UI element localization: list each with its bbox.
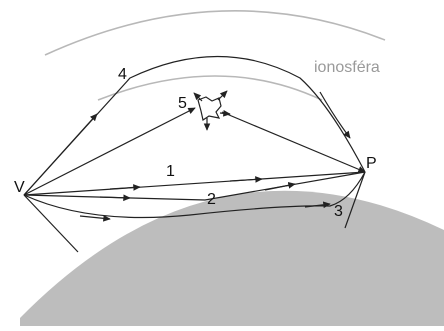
ray-path-1-direct	[23, 171, 366, 196]
ray-path-5-incoming	[23, 107, 196, 196]
ray-path-1-arrow-a	[109, 184, 141, 191]
receiver-label: P	[366, 155, 377, 172]
path-2-label: 2	[207, 191, 216, 208]
path-4-label: 4	[118, 66, 127, 83]
path-1-label: 1	[166, 163, 175, 180]
transmitter-tangent-line	[23, 194, 79, 253]
ray-path-4-arrow-up	[23, 113, 98, 196]
ray-path-5-outgoing	[221, 111, 366, 173]
ionosphere-label: ionosféra	[314, 59, 380, 76]
transmitter-label: V	[14, 179, 25, 196]
ionosphere-inner-layer	[97, 75, 323, 101]
ray-path-2-reflected	[23, 171, 366, 201]
ray-path-2-arrow-a	[99, 194, 131, 202]
scatter-arrow-up-left	[193, 92, 203, 102]
ray-path-3-arrow-b	[304, 201, 331, 209]
scatter-arrow-right	[219, 109, 231, 117]
scatter-cloud	[197, 96, 222, 121]
receiver-tangent-line	[344, 171, 366, 229]
ray-path-4-arrow-down	[319, 91, 351, 139]
earth-surface	[20, 190, 444, 326]
ray-path-1-arrow-b	[229, 176, 263, 183]
path-3-label: 3	[334, 203, 343, 220]
ray-path-3-arrow-a	[79, 214, 111, 222]
ray-path-2-arrow-b	[264, 182, 296, 191]
ionosphere-outer-layer	[44, 10, 386, 56]
ray-path-3-ground-wave	[23, 171, 366, 219]
ray-path-4-ionospheric	[23, 55, 366, 196]
scatter-arrow-up-right	[217, 90, 228, 101]
path-5-label: 5	[178, 95, 187, 112]
